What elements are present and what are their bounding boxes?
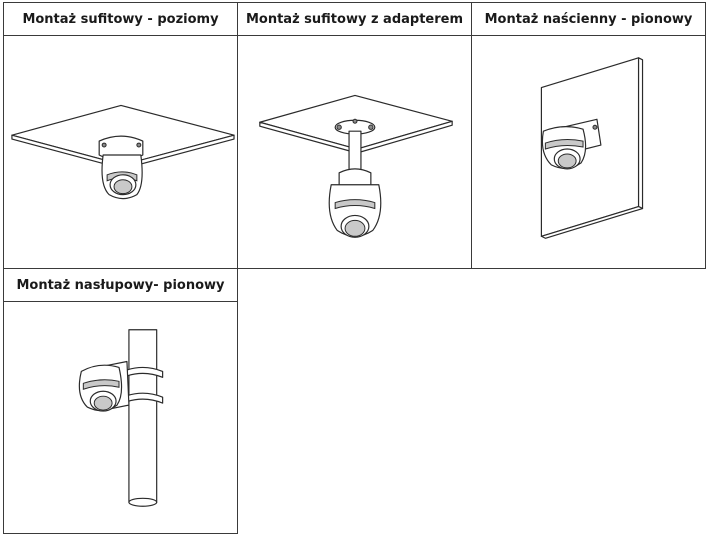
panel-title: Montaż sufitowy - poziomy: [4, 3, 237, 36]
illustration-ceiling-adapter: [238, 36, 471, 268]
adapter-mount-drawing: [259, 94, 453, 238]
panel-title: Montaż nasłupowy- pionowy: [4, 269, 237, 302]
wall-mount-drawing: [540, 57, 644, 239]
illustration-pole-vertical: [4, 302, 237, 533]
illustration-ceiling-horizontal: [4, 36, 237, 268]
ceiling-mount-drawing: [11, 104, 235, 200]
panel-pole-vertical: Montaż nasłupowy- pionowy: [3, 268, 238, 534]
panel-ceiling-horizontal: Montaż sufitowy - poziomy: [3, 2, 238, 269]
panel-title: Montaż sufitowy z adapterem: [238, 3, 471, 36]
panel-title: Montaż naścienny - pionowy: [472, 3, 705, 36]
illustration-wall-vertical: [472, 36, 705, 268]
panel-ceiling-adapter: Montaż sufitowy z adapterem: [237, 2, 472, 269]
pole-mount-drawing: [78, 329, 164, 507]
panel-wall-vertical: Montaż naścienny - pionowy: [471, 2, 706, 269]
